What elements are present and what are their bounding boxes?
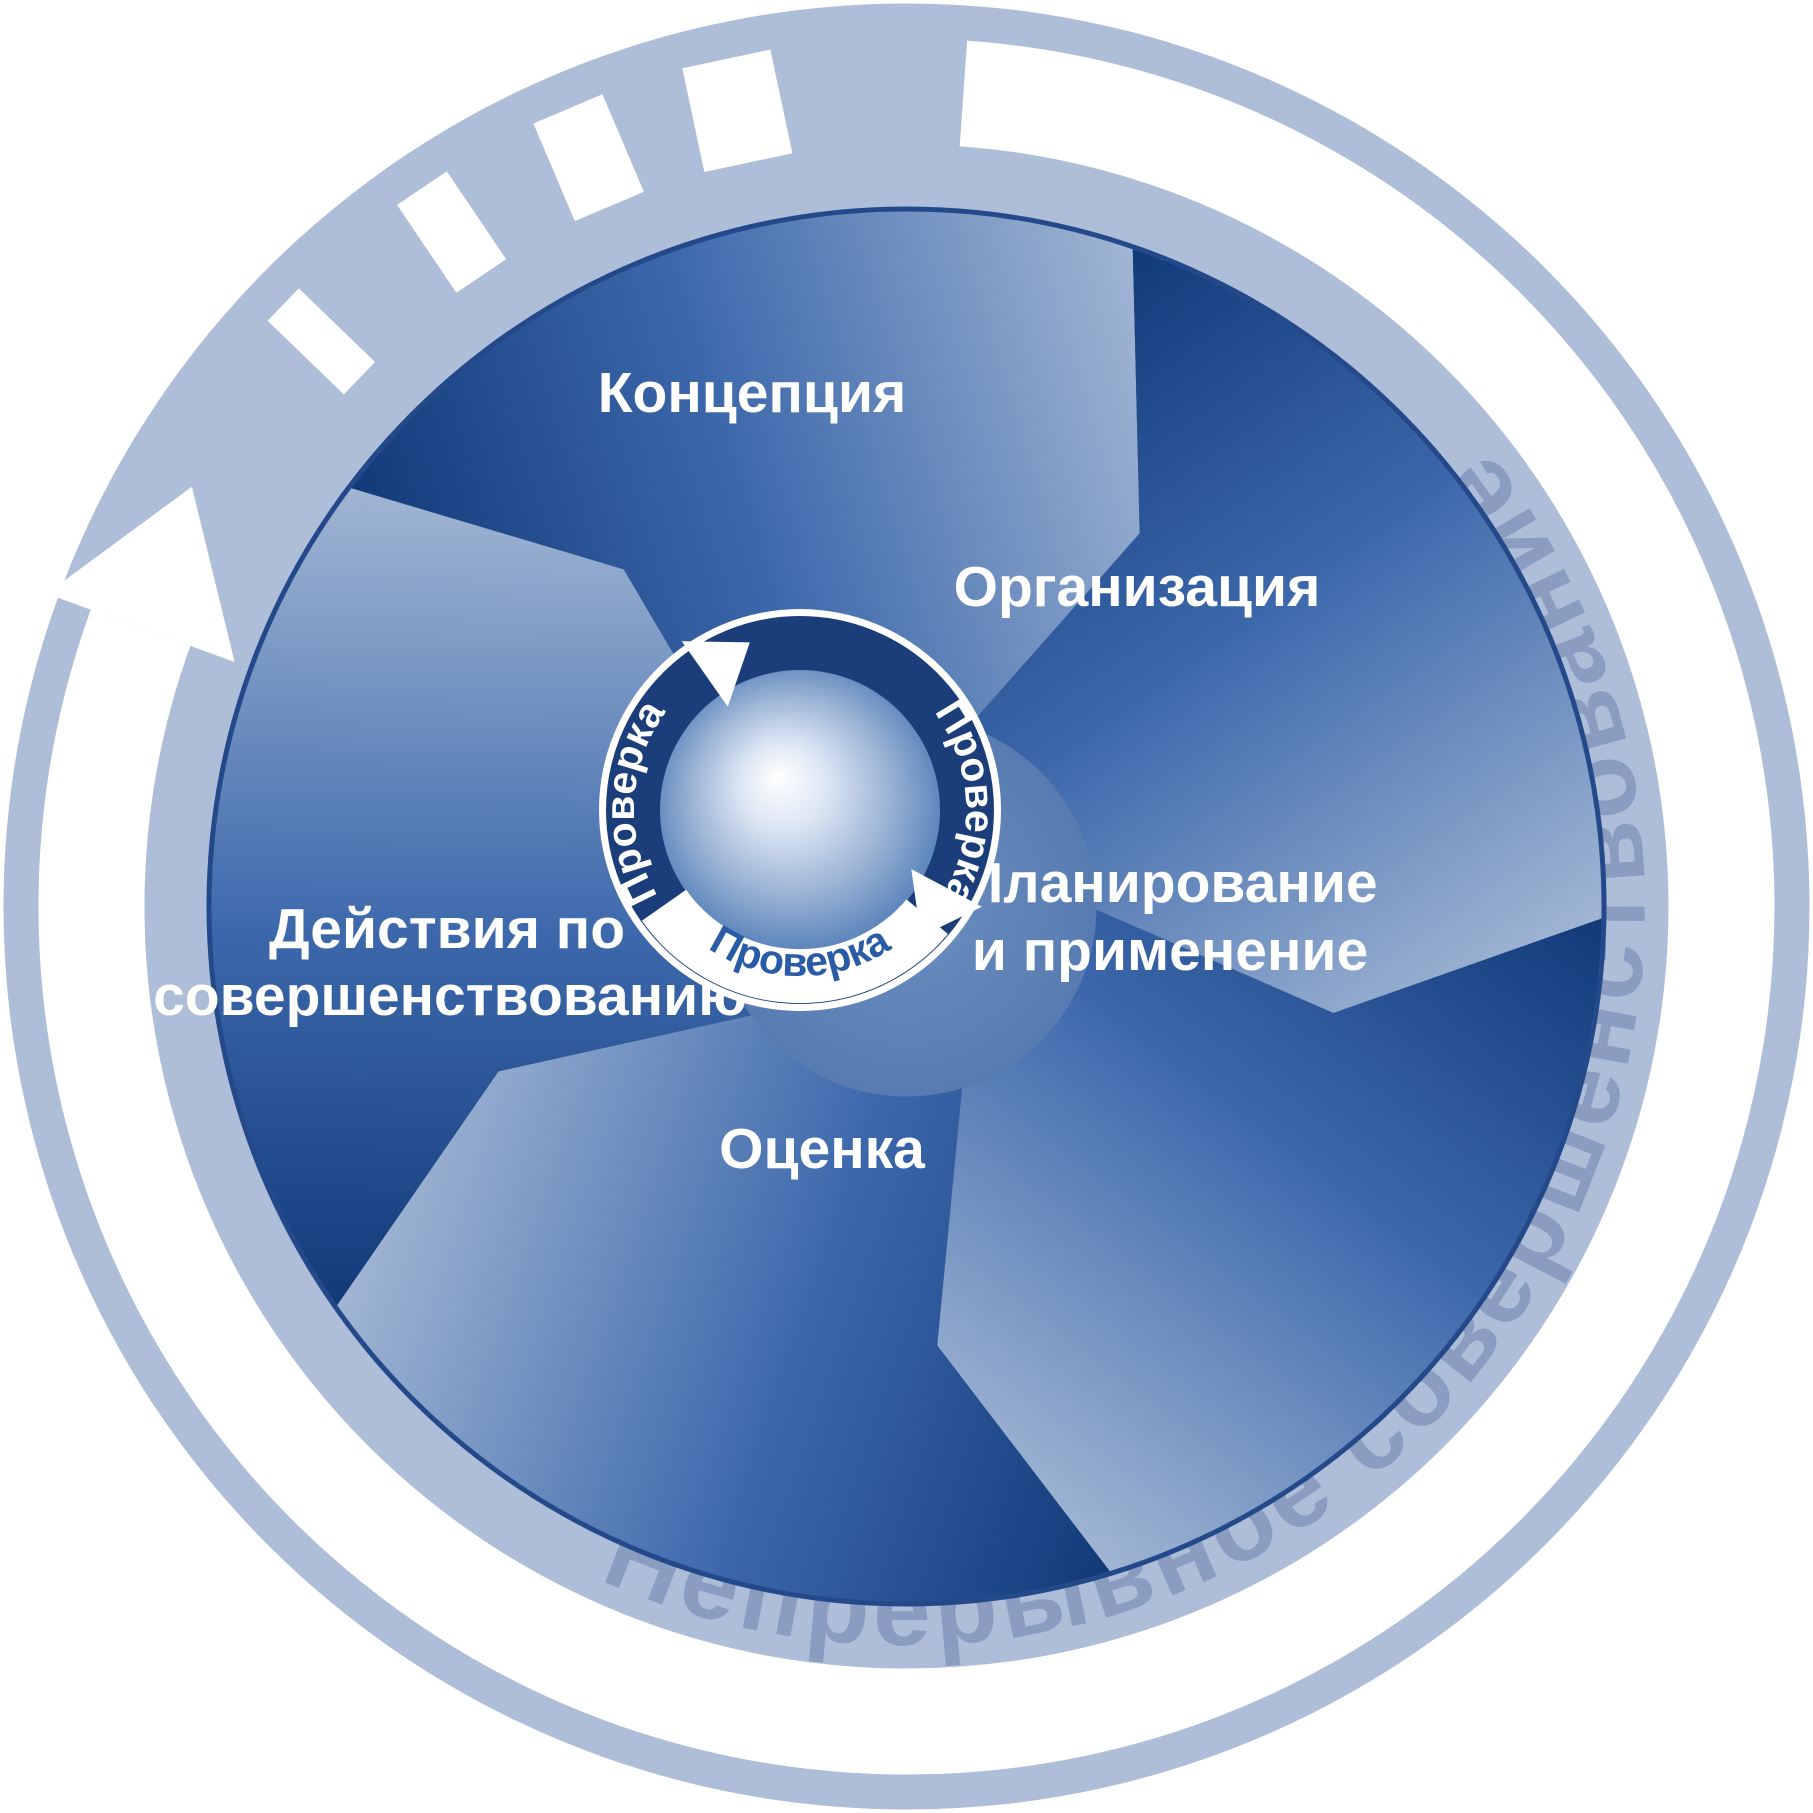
segment-label-concept: Концепция	[598, 361, 907, 425]
cycle-arrow-band	[38, 40, 1775, 1775]
cycle-arrow-dash	[267, 288, 376, 395]
segment-label-planning-line2: и применение	[972, 919, 1368, 983]
center-medallion: Проверка Проверка Проверка	[597, 609, 1003, 1011]
cycle-arrow-dash	[397, 171, 507, 293]
cycle-arrow-dash	[682, 49, 793, 172]
cycle-arrow-dashes	[267, 49, 793, 395]
cycle-arrow-dash	[533, 94, 644, 222]
cycle-arrow-head-icon	[46, 486, 235, 662]
inner-arrow-head-icon	[681, 641, 750, 707]
segment-label-improvement-line2: совершенствованию	[153, 964, 747, 1028]
segment-label-improvement-line1: Действия по	[269, 897, 625, 961]
segment-label-planning-line1: Планирование	[962, 851, 1377, 915]
segment-labels: Концепция Организация Планирование и при…	[153, 361, 1377, 1181]
segment-label-organization: Организация	[954, 555, 1321, 619]
cycle-arrow	[38, 40, 1775, 1775]
check-sphere	[660, 670, 940, 950]
inner-arrow-head-icon	[911, 869, 982, 937]
segment-label-evaluation: Оценка	[719, 1117, 926, 1181]
inner-arrow-band	[641, 889, 948, 1004]
